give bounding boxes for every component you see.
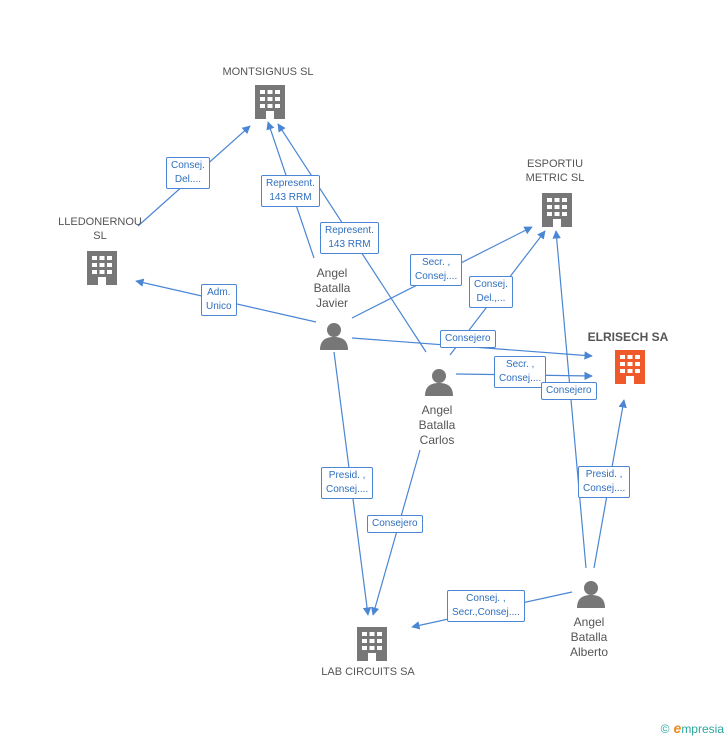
node-label-line: ESPORTIU <box>526 158 584 170</box>
edge-label-line: Consej.... <box>415 271 458 282</box>
node-labcircuits[interactable]: LAB CIRCUITS SA <box>310 665 426 679</box>
node-esportiu[interactable]: ESPORTIU METRIC SL <box>505 157 605 185</box>
edge-label-line: Unico <box>206 301 232 312</box>
edge-label-line: Consej. <box>474 279 508 290</box>
building-icon[interactable] <box>615 350 645 384</box>
node-label-line: SL <box>93 230 107 242</box>
node-label-line: Angel <box>573 615 605 629</box>
edge-label-line: Del.,... <box>476 293 506 304</box>
node-javier[interactable]: Angel Batalla Javier <box>292 266 372 311</box>
edge-label[interactable]: Adm. Unico <box>201 284 237 316</box>
edge-label-line: Represent. <box>266 178 315 189</box>
node-label-line: Batalla <box>418 418 456 432</box>
node-label-line: Angel <box>421 403 453 417</box>
node-label-line: Batalla <box>313 281 351 295</box>
edge-label-line: Presid. , <box>328 470 366 481</box>
node-label-line: Angel <box>316 266 348 280</box>
copyright-mark: © <box>660 722 670 736</box>
building-icon[interactable] <box>87 251 117 285</box>
edge-label[interactable]: Consejero <box>440 330 496 348</box>
edge-label-line: Secr. , <box>505 359 535 370</box>
node-lledonernou[interactable]: LLEDONERNOU SL <box>50 215 150 243</box>
edge-label[interactable]: Consejero <box>541 382 597 400</box>
node-elrisech[interactable]: ELRISECH SA <box>576 330 680 344</box>
edge-label-line: Del.... <box>174 174 202 185</box>
building-icon[interactable] <box>255 85 285 119</box>
edge-label-line: Consej.... <box>499 373 542 384</box>
edge-label-line: Presid. , <box>585 469 623 480</box>
edge-label-line: Adm. <box>207 287 231 298</box>
edge-label[interactable]: Presid. , Consej.... <box>321 467 374 499</box>
brand-logo[interactable]: ©empresia <box>661 720 724 736</box>
node-label-line: Batalla <box>570 630 608 644</box>
edge-label-line: Consejero <box>445 333 491 344</box>
node-label-line: Alberto <box>569 645 609 659</box>
person-icon[interactable] <box>320 323 348 350</box>
edge-label-line: Represent. <box>325 225 374 236</box>
edge-label-line: Consej. , <box>466 593 506 604</box>
edge-label[interactable]: Consej. Del.... <box>166 157 210 189</box>
building-icon[interactable] <box>542 193 572 227</box>
person-icon[interactable] <box>425 369 453 396</box>
node-alberto[interactable]: Angel Batalla Alberto <box>549 615 629 660</box>
node-label-line: METRIC SL <box>525 172 585 184</box>
brand-initial: e <box>673 720 682 736</box>
node-label: ELRISECH SA <box>587 330 669 344</box>
edge-label[interactable]: Represent. 143 RRM <box>320 222 379 254</box>
edge-label[interactable]: Represent. 143 RRM <box>261 175 320 207</box>
edge-label-line: Consej.... <box>326 484 369 495</box>
node-label-line: LLEDONERNOU <box>58 216 142 228</box>
node-label-line: Carlos <box>419 433 455 447</box>
edge-label[interactable]: Consejero <box>367 515 423 533</box>
node-label: LAB CIRCUITS SA <box>321 666 415 678</box>
edge-label-line: Consejero <box>372 518 418 529</box>
edge-label-line: Consej. <box>171 160 205 171</box>
edge-label[interactable]: Secr. , Consej.... <box>494 356 547 388</box>
edge-label[interactable]: Secr. , Consej.... <box>410 254 463 286</box>
edge-label[interactable]: Consej. Del.,... <box>469 276 513 308</box>
node-label: MONTSIGNUS SL <box>222 66 314 78</box>
edge-label[interactable]: Consej. , Secr.,Consej.... <box>447 590 525 622</box>
person-icon[interactable] <box>577 581 605 608</box>
edge-label-line: 143 RRM <box>269 192 312 203</box>
edge-label-line: Secr. , <box>421 257 451 268</box>
node-carlos[interactable]: Angel Batalla Carlos <box>397 403 477 448</box>
brand-name: mpresia <box>681 722 724 736</box>
edge-label-line: Consejero <box>546 385 592 396</box>
node-label-line: Javier <box>315 296 348 310</box>
edge-label-line: 143 RRM <box>328 239 371 250</box>
edge-label-line: Consej.... <box>583 483 626 494</box>
node-montsignus[interactable]: MONTSIGNUS SL <box>210 65 326 79</box>
edge-label-line: Secr.,Consej.... <box>452 607 520 618</box>
edge-label[interactable]: Presid. , Consej.... <box>578 466 631 498</box>
building-icon[interactable] <box>357 627 387 661</box>
